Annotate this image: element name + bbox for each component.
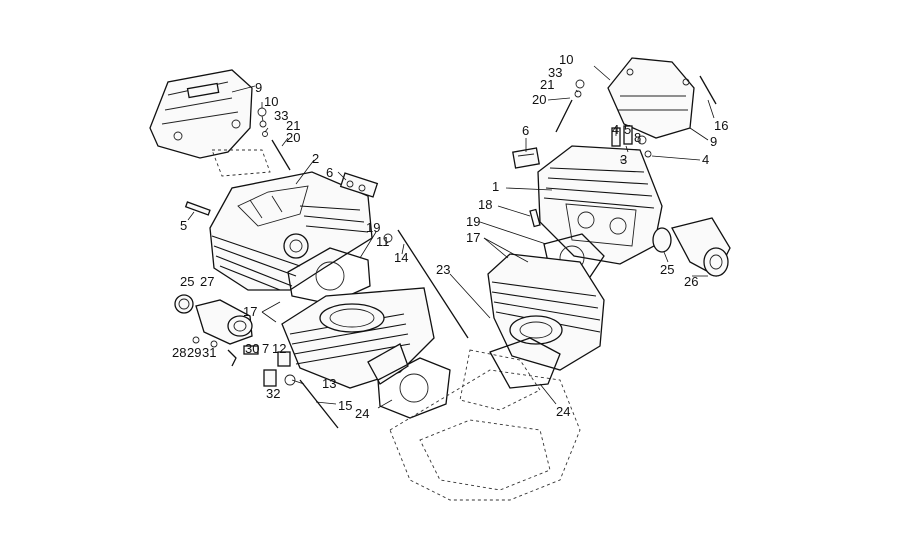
- label-23: 23: [436, 262, 450, 277]
- label-33-right: 33: [548, 65, 562, 80]
- label-16: 16: [714, 118, 728, 133]
- left-stud: [299, 379, 339, 429]
- label-5-right: 5: [624, 122, 631, 137]
- label-9-left: 9: [255, 80, 262, 95]
- label-26: 26: [684, 274, 698, 289]
- label-27: 27: [200, 274, 214, 289]
- label-30: 30: [245, 341, 259, 356]
- right-rocker-shim: [512, 147, 540, 169]
- left-dowel: [184, 201, 211, 216]
- right-valve-cover: [607, 57, 695, 139]
- left-long-stud: [397, 229, 469, 339]
- left-base-gasket: [377, 357, 451, 419]
- label-7: 7: [262, 341, 269, 356]
- label-17-left: 17: [243, 304, 257, 319]
- left-cylinder-head: [209, 171, 373, 291]
- right-base-gasket: [489, 337, 561, 389]
- right-dowel: [529, 208, 541, 228]
- label-10-right: 10: [559, 52, 573, 67]
- label-6-left: 6: [326, 165, 333, 180]
- left-water-outlet: [174, 294, 253, 345]
- label-10-left: 10: [264, 94, 278, 109]
- label-29: 29: [187, 345, 201, 360]
- right-water-outlet: [652, 217, 731, 277]
- label-25-right: 25: [660, 262, 674, 277]
- right-cover-bolt: [699, 75, 717, 105]
- label-24-left: 24: [355, 406, 369, 421]
- label-12: 12: [272, 341, 286, 356]
- right-cylinder-head: [537, 145, 663, 265]
- label-17-right: 17: [466, 230, 480, 245]
- left-head-gasket: [287, 247, 371, 305]
- leader-lines: [187, 65, 715, 409]
- label-28: 28: [172, 345, 186, 360]
- label-20-left: 20: [286, 130, 300, 145]
- label-5: 5: [180, 218, 187, 233]
- label-11: 11: [376, 234, 390, 249]
- label-19-right: 19: [466, 214, 480, 229]
- label-9-right: 9: [710, 134, 717, 149]
- left-cover-gasket: [211, 149, 271, 177]
- crankcase-outline: [389, 349, 581, 501]
- label-13: 13: [322, 376, 336, 391]
- label-32: 32: [266, 386, 280, 401]
- label-4-top: 4: [612, 122, 619, 137]
- label-31: 31: [202, 345, 216, 360]
- label-21-right: 21: [540, 77, 554, 92]
- label-20-right: 20: [532, 92, 546, 107]
- label-18: 18: [478, 197, 492, 212]
- label-1: 1: [492, 179, 499, 194]
- label-2: 2: [312, 151, 319, 166]
- label-4-side: 4: [702, 152, 709, 167]
- right-cylinder: [487, 253, 605, 371]
- label-14: 14: [394, 250, 408, 265]
- label-3: 3: [620, 152, 627, 167]
- label-8: 8: [634, 130, 641, 145]
- left-small-parts: [192, 336, 296, 387]
- left-cylinder: [281, 287, 435, 389]
- part-number-labels: 9 10 33 21 20 2 6 5 19 11 14 25 27 17 28…: [172, 52, 728, 421]
- label-24-right: 24: [556, 404, 570, 419]
- label-6-right: 6: [522, 123, 529, 138]
- left-valve-cover: [149, 69, 253, 159]
- label-15: 15: [338, 398, 352, 413]
- label-21-left: 21: [286, 118, 300, 133]
- right-cover-fasteners: [555, 79, 585, 133]
- label-33-left: 33: [274, 108, 288, 123]
- label-19-left: 19: [366, 220, 380, 235]
- left-rocker-shim: [339, 172, 379, 198]
- label-25-left: 25: [180, 274, 194, 289]
